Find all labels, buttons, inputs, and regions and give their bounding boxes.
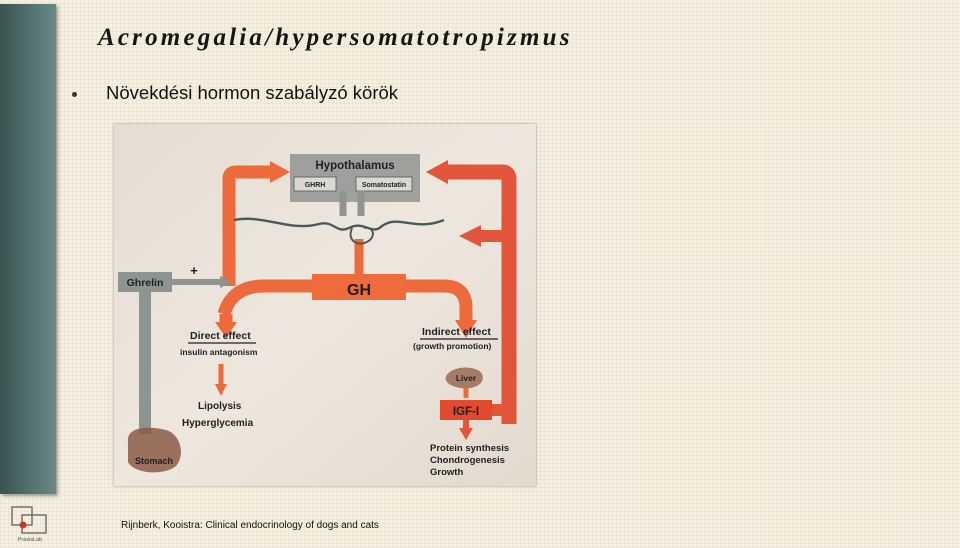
liver-label: Liver: [456, 373, 477, 383]
feedback-branch-arrowhead: [459, 225, 481, 247]
lipolysis-label: Lipolysis: [198, 401, 242, 412]
feedback-arrow-left: [222, 165, 272, 286]
igf-arrowhead: [459, 428, 473, 440]
bullet-text: Növekdési hormon szabályzó körök: [106, 82, 399, 103]
gh-regulation-diagram: GH Hypothalamus GHRH Somatostatin Ghreli…: [114, 124, 536, 486]
growth-promotion-label: (growth promotion): [413, 341, 492, 351]
stomach-label: Stomach: [135, 456, 173, 466]
growth-label: Growth: [430, 467, 463, 478]
feedback-arrowhead-right: [426, 160, 448, 184]
somatostatin-box: [355, 176, 413, 192]
gh-branch-left: [217, 279, 314, 317]
indirect-effect-label: Indirect effect: [422, 326, 491, 338]
chondrogenesis-label: Chondrogenesis: [430, 455, 505, 466]
citation: Rijnberk, Kooistra: Clinical endocrinolo…: [121, 520, 379, 531]
hypothalamus-label: Hypothalamus: [315, 160, 394, 172]
diagram-svg: GH Hypothalamus GHRH Somatostatin Ghreli…: [114, 124, 536, 486]
stomach-shape: [127, 427, 181, 473]
liver-shape: [445, 367, 483, 389]
ghrelin-plus: +: [190, 263, 198, 278]
gh-label: GH: [347, 282, 371, 299]
protein-synthesis-label: Protein synthesis: [430, 443, 509, 454]
gh-box: [312, 274, 406, 300]
bullet-icon: [72, 92, 77, 97]
ghrh-box: [293, 176, 337, 192]
direct-effect-label: Direct effect: [190, 330, 251, 342]
logo-icon: PraxisLab: [11, 506, 47, 543]
side-bar: [0, 4, 56, 494]
slide-title: Acromegalia/hypersomatotropizmus: [98, 24, 573, 51]
direct-effect-arrowhead: [215, 384, 227, 396]
feedback-arrow-right: [446, 164, 517, 424]
ghrelin-arrowhead: [220, 276, 232, 288]
somatostatin-label: Somatostatin: [362, 182, 406, 189]
hyperglycemia-label: Hyperglycemia: [182, 418, 254, 429]
igf-box: [440, 400, 492, 420]
pituitary-gland: [349, 226, 374, 245]
feedback-arrowhead-left: [270, 161, 290, 183]
gh-branch-right: [404, 279, 473, 322]
hypothalamus-stalk: [339, 191, 365, 216]
insulin-antagonism-label: insulin antagonism: [180, 347, 258, 357]
gh-left-arrowhead: [215, 322, 237, 338]
praxislab-logo: PraxisLab: [8, 503, 52, 543]
logo-text: PraxisLab: [18, 537, 42, 543]
ghrelin-box: [118, 272, 172, 292]
ghrh-label: GHRH: [305, 182, 326, 189]
igf-label: IGF-I: [453, 406, 479, 418]
pituitary-outline: [233, 217, 445, 231]
gh-right-arrowhead: [455, 320, 477, 338]
ghrelin-label: Ghrelin: [127, 277, 164, 289]
